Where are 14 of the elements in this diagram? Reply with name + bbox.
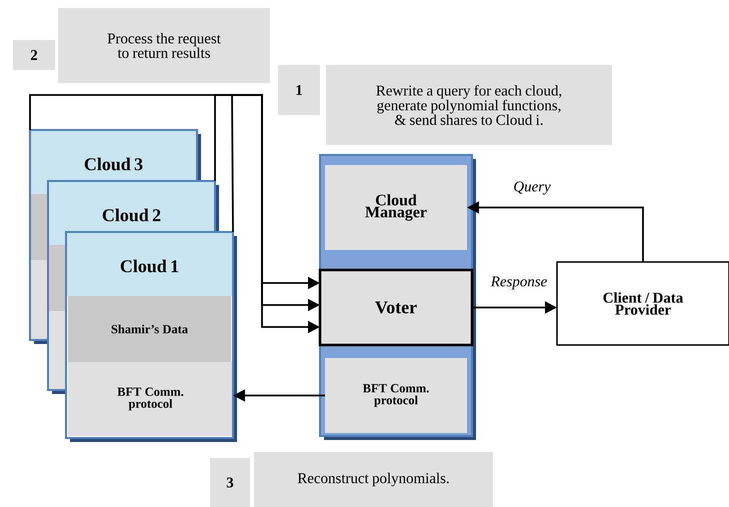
step-number: 3 (210, 458, 250, 507)
step-box: Process the request to return results (58, 8, 270, 83)
component-box: BFT Comm. protocol (325, 358, 467, 433)
voter-box: Voter (318, 268, 474, 346)
edge-label: Response (490, 276, 547, 290)
step-number: 1 (278, 65, 320, 115)
step-number: 2 (13, 40, 55, 70)
data-box: Shamir’s Data (68, 296, 231, 362)
step-box: Reconstruct polynomials. (254, 452, 493, 507)
client-box: Client / Data Provider (556, 261, 729, 346)
step-box: Rewrite a query for each cloud, generate polynomial functions, & send shares to Cloud i. (326, 65, 612, 145)
edge-label: Query (514, 181, 551, 195)
component-box: Cloud Manager (325, 165, 467, 250)
component-box: BFT Comm. protocol (68, 362, 233, 436)
